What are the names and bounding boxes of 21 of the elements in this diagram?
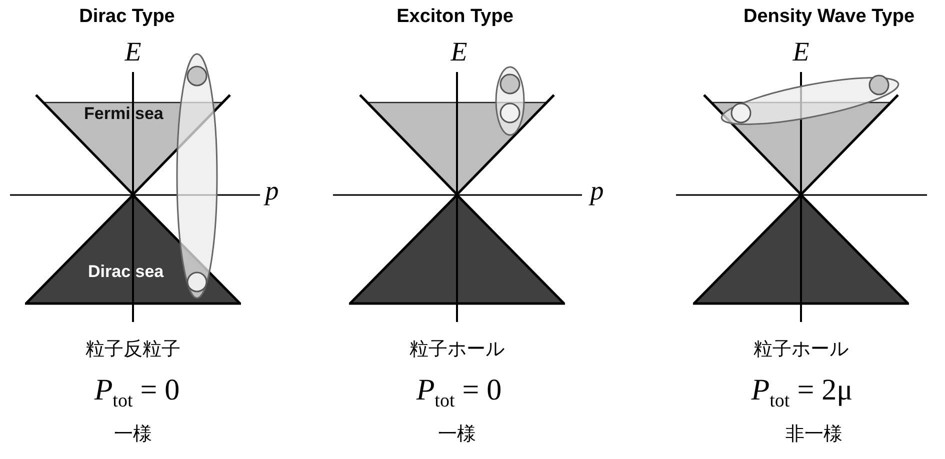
panel-title: Density Wave Type — [743, 6, 915, 28]
pair-caption: 粒子ホール — [754, 337, 848, 362]
band-label: Dirac sea — [88, 262, 164, 282]
axis-label: E — [792, 36, 810, 68]
uniformity-caption: 非一様 — [786, 422, 842, 447]
uniformity-caption: 一様 — [114, 422, 152, 447]
pair-caption: 粒子ホール — [410, 337, 504, 362]
lower-band-triangle — [693, 194, 909, 305]
panel-title: Dirac Type — [79, 6, 175, 28]
momentum-formula: P$_{tot}$ = 0 — [94, 374, 180, 412]
axis-label: p — [265, 176, 279, 206]
uniformity-caption: 一様 — [438, 422, 476, 447]
panel-title: Exciton Type — [396, 6, 514, 28]
pair-caption: 粒子反粒子 — [86, 337, 180, 362]
axis-label: E — [450, 36, 468, 68]
axis-label: p — [590, 176, 604, 206]
lower-band-triangle — [349, 194, 565, 305]
band-label: Fermi sea — [84, 104, 164, 124]
momentum-formula: P$_{tot}$ = 0 — [416, 374, 502, 412]
axis-label: E — [124, 36, 142, 68]
momentum-formula: P$_{tot}$ = 2μ — [751, 374, 853, 412]
